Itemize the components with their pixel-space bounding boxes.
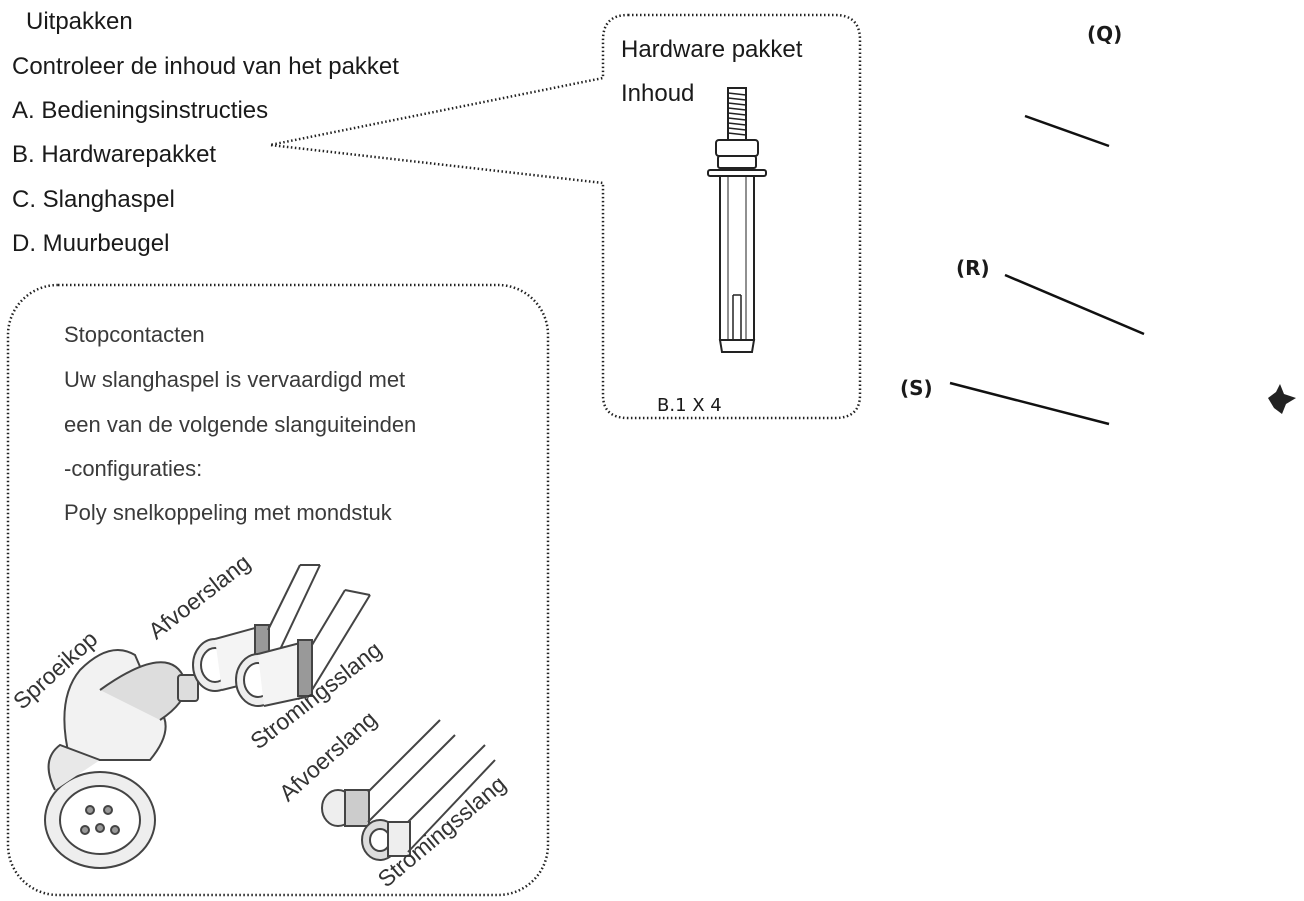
list-item-b: B. Hardwarepakket <box>12 141 217 168</box>
callout-s: (S) <box>900 376 933 400</box>
section-title: Uitpakken <box>26 8 133 35</box>
outlets-line-1: Uw slanghaspel is vervaardigd met <box>64 367 406 392</box>
hardware-box-subtitle: Inhoud <box>621 80 695 107</box>
list-item-d: D. Muurbeugel <box>12 230 170 257</box>
callout-q: (Q) <box>1087 22 1123 46</box>
hardware-quantity: B.1 X 4 <box>657 395 722 416</box>
hardware-box-title: Hardware pakket <box>621 36 803 63</box>
outlets-line-3: -configuraties: <box>64 456 203 481</box>
callout-line-q <box>1024 114 1110 148</box>
section-subtitle: Controleer de inhoud van het pakket <box>12 53 399 80</box>
list-item-c: C. Slanghaspel <box>12 186 175 213</box>
outlets-line-4: Poly snelkoppeling met mondstuk <box>64 500 392 525</box>
callout-r: (R) <box>956 256 990 280</box>
outlets-heading: Stopcontacten <box>64 322 205 347</box>
callout-line-r <box>1004 273 1145 336</box>
list-item-a: A. Bedieningsinstructies <box>12 97 269 124</box>
outlets-line-2: een van de volgende slanguiteinden <box>64 412 417 437</box>
callout-line-s <box>949 381 1110 426</box>
